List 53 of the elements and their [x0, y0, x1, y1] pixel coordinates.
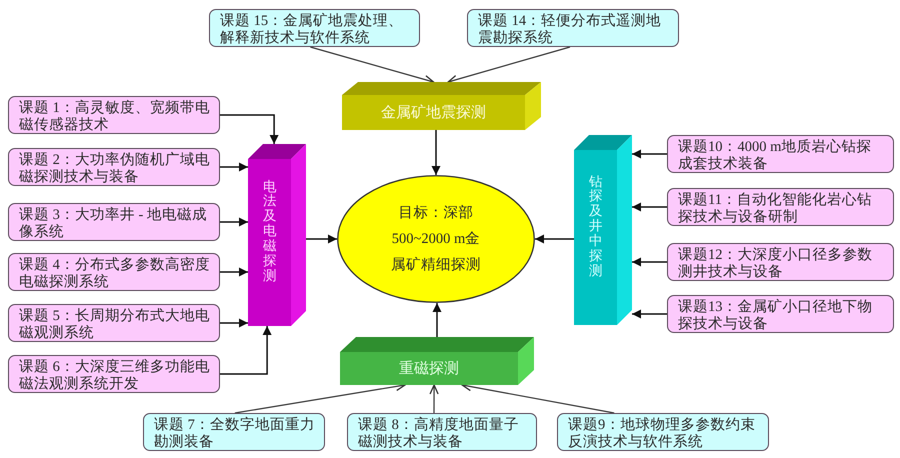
topic-text: 课题 15：金属矿地震处理、解释新技术与软件系统 [220, 13, 404, 47]
topic-box [209, 9, 420, 47]
topic-text: 课题 2：大功率伪随机广域电磁探测技术与装备 [19, 152, 211, 186]
arrow [220, 114, 279, 144]
block-label: 重磁探测 [399, 360, 459, 378]
topic-text: 课题13：金属矿小口径地下物探技术与设备 [678, 299, 874, 333]
arrow [432, 130, 440, 175]
block-label: 钻探及井中探测 [588, 174, 602, 278]
arrow [432, 303, 442, 337]
topic-box [667, 295, 894, 333]
arrow [429, 384, 439, 413]
topic-text: 课题 3：大功率井 - 地电磁成像系统 [19, 207, 208, 241]
topic-text: 课题 4：分布式多参数高密度电磁探测系统 [19, 257, 211, 291]
arrow [632, 150, 667, 158]
arrow [310, 46, 434, 84]
topic-text: 课题 8：高精度地面量子磁测技术与装备 [358, 417, 520, 451]
topic-box [347, 413, 537, 451]
topic-box [667, 135, 894, 173]
topic-text: 课题 1：高灵敏度、宽频带电磁传感器技术 [19, 100, 211, 134]
arrow [632, 310, 667, 318]
arrow [220, 218, 248, 226]
topic-text: 课题9：地球物理多参数约束反演技术与软件系统 [568, 417, 756, 451]
topic-box [8, 148, 220, 186]
block-label: 电法及电磁探测 [262, 180, 276, 284]
topic-box [8, 355, 220, 393]
topic-box [667, 243, 894, 281]
topic-box [8, 253, 220, 291]
arrow [535, 234, 574, 244]
topic-box [143, 413, 325, 451]
goal-text: 目标：深部500~2000 m金属矿精细探测 [390, 204, 482, 275]
topic-text: 课题 14：轻便分布式遥测地震勘探系统 [478, 13, 662, 47]
topic-text: 课题11：自动化智能化岩心钻探技术与设备研制 [678, 192, 873, 226]
arrow [447, 46, 570, 84]
arrow [632, 258, 667, 266]
arrow [220, 268, 248, 276]
arrow [306, 234, 337, 244]
arrow [632, 202, 667, 212]
arrow [220, 162, 248, 172]
topic-box [557, 413, 769, 451]
topic-box [467, 9, 679, 47]
topic-text: 课题 5：长周期分布式大地电磁观测系统 [19, 308, 211, 342]
topic-text: 课题12：大深度小口径多参数测井技术与设备 [678, 247, 874, 281]
arrow [220, 326, 272, 375]
arrow [220, 318, 248, 328]
topic-text: 课题10：4000 m地质岩心钻探成套技术装备 [678, 139, 872, 173]
topic-box [667, 188, 894, 226]
topic-box [8, 203, 220, 241]
block-label: 金属矿地震探测 [381, 104, 486, 122]
topic-box [8, 304, 220, 342]
topic-text: 课题 6：大深度三维多功能电磁法观测系统开发 [19, 359, 211, 393]
topic-text: 课题 7：全数字地面重力勘测装备 [154, 417, 316, 451]
goal-ellipse [337, 175, 535, 303]
topic-box [8, 96, 220, 134]
